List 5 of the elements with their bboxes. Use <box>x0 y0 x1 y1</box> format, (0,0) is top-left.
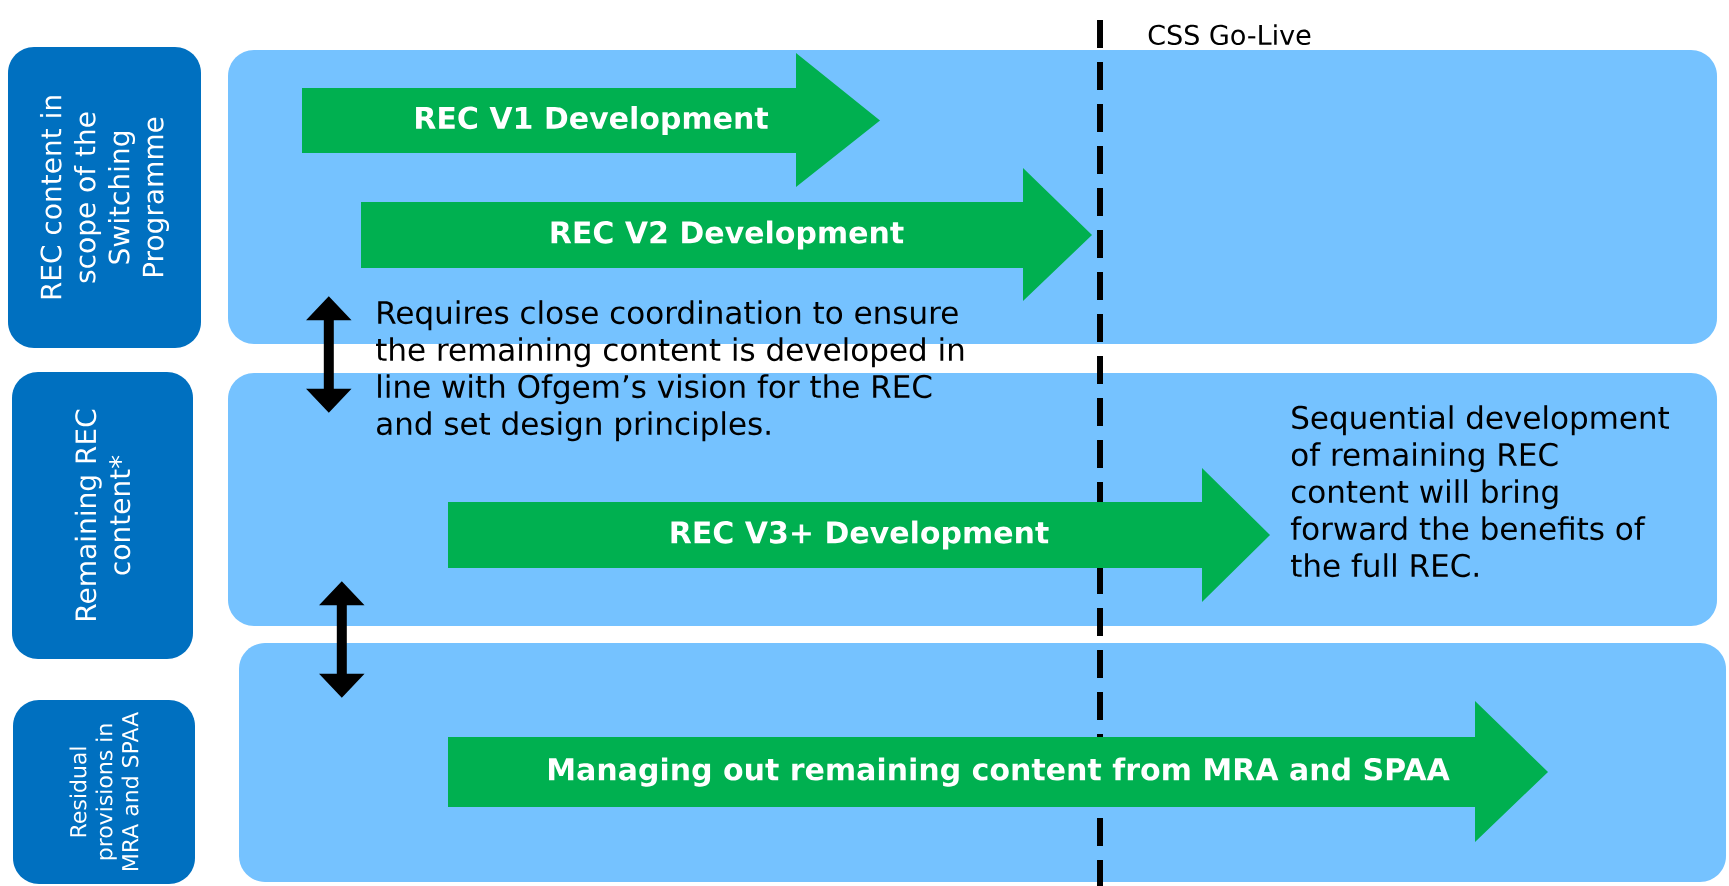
side-label-box: Residual provisions in MRA and SPAA <box>13 700 195 884</box>
side-label-box: REC content in scope of the Switching Programme <box>8 47 201 348</box>
note-text: CSS Go-Live <box>1148 24 1311 46</box>
side-label-box: Remaining REC content* <box>12 372 193 659</box>
note-text: Requires close coordination to ensure the remaining content is developed in line with Ofgem’s vision for the REC and set design principles. <box>376 300 964 442</box>
